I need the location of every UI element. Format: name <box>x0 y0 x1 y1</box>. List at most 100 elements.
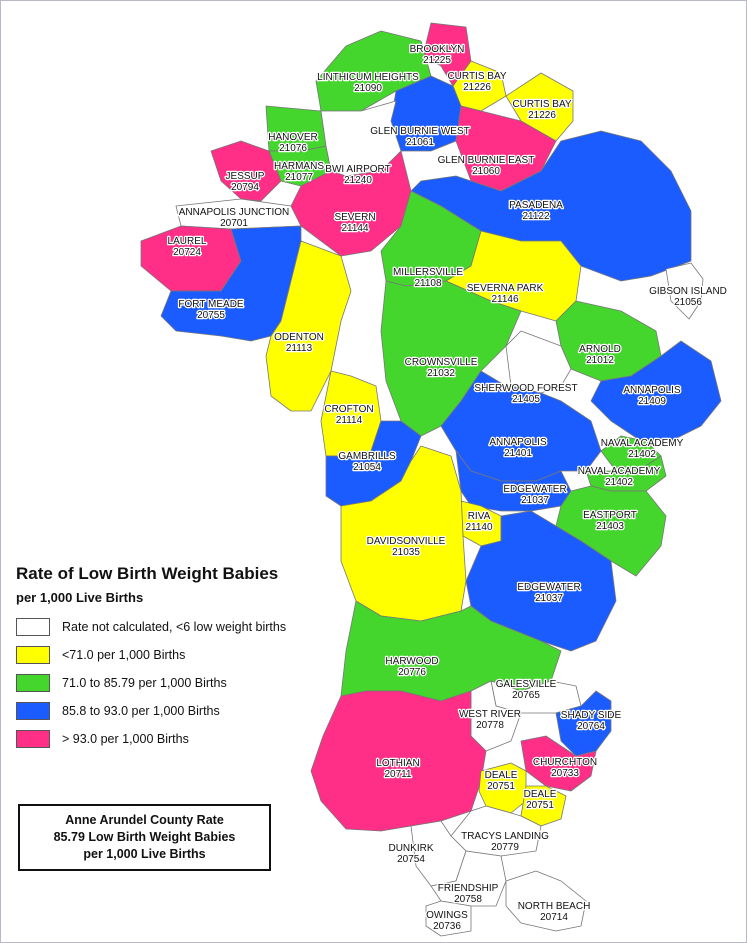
zip-code: 21146 <box>491 294 519 305</box>
zip-code: 21226 <box>463 82 491 93</box>
zip-code: 21405 <box>512 394 540 405</box>
zip-area-name: GLEN BURNIE EAST <box>438 155 535 166</box>
zip-area-name: GAMBRILLS <box>338 451 396 462</box>
zip-area-name: DEALE <box>524 789 557 800</box>
county-rate-box: Anne Arundel County Rate 85.79 Low Birth… <box>18 804 271 871</box>
zip-code: 21240 <box>344 175 372 186</box>
region-churchton <box>520 735 597 792</box>
legend-label: > 93.0 per 1,000 Births <box>62 732 189 746</box>
county-rate-line3: per 1,000 Live Births <box>83 847 206 861</box>
legend-item-very-high: > 93.0 per 1,000 Births <box>16 725 356 753</box>
zip-area-name: PASADENA <box>509 200 563 211</box>
region-owings <box>425 900 472 937</box>
zip-area-name: HANOVER <box>268 132 317 143</box>
zip-code: 21409 <box>638 396 666 407</box>
zip-code: 21037 <box>521 495 549 506</box>
zip-area-name: OWINGS <box>426 910 468 921</box>
legend-swatch <box>16 702 50 720</box>
region-odenton <box>265 240 352 412</box>
zip-code: 21061 <box>406 137 434 148</box>
zip-area-name: LAUREL <box>168 236 207 247</box>
zip-code: 20733 <box>551 768 579 779</box>
legend-item-high: 85.8 to 93.0 per 1,000 Births <box>16 697 356 725</box>
zip-area-name: WEST RIVER <box>459 709 521 720</box>
zip-area-name: LOTHIAN <box>376 758 419 769</box>
zip-code: 20765 <box>512 690 540 701</box>
legend-label: <71.0 per 1,000 Births <box>62 648 186 662</box>
zip-area-name: SHERWOOD FOREST <box>474 383 577 394</box>
region-gambrills <box>325 420 422 507</box>
region-gibson-island <box>665 262 704 320</box>
zip-area-name: CROWNSVILLE <box>405 357 478 368</box>
zip-area-name: CURTIS BAY <box>447 71 506 82</box>
legend-subtitle: per 1,000 Live Births <box>16 590 144 605</box>
region-sherwood-forest <box>505 330 572 394</box>
zip-area-name: RIVA <box>468 511 491 522</box>
zip-area-name: FORT MEADE <box>178 299 244 310</box>
zip-area-name: ANNAPOLIS <box>489 437 547 448</box>
legend-swatch <box>16 646 50 664</box>
zip-area-name: ANNAPOLIS JUNCTION <box>179 207 290 218</box>
zip-area-name: DAVIDSONVILLE <box>367 536 446 547</box>
zip-area-name: HARWOOD <box>385 656 438 667</box>
zip-area-name: CROFTON <box>324 404 373 415</box>
zip-code: 20778 <box>476 720 504 731</box>
zip-area-name: GIBSON ISLAND <box>649 286 727 297</box>
region-shady-side <box>555 690 612 757</box>
zip-area-name: NORTH BEACH <box>518 901 591 912</box>
zip-code: 21054 <box>353 462 381 473</box>
zip-regions <box>140 22 722 937</box>
zip-code: 21140 <box>465 522 493 533</box>
zip-area-name: FRIENDSHIP <box>438 883 499 894</box>
county-rate-line2: 85.79 Low Birth Weight Babies <box>53 830 236 844</box>
zip-code: 20736 <box>433 921 461 932</box>
legend-label: 85.8 to 93.0 per 1,000 Births <box>62 704 220 718</box>
zip-area-name: MILLERSVILLE <box>393 267 463 278</box>
zip-code: 21077 <box>285 172 313 183</box>
zip-code: 20751 <box>526 800 554 811</box>
zip-code: 21144 <box>341 223 369 234</box>
zip-area-name: EASTPORT <box>583 510 637 521</box>
zip-code: 21403 <box>596 521 624 532</box>
zip-area-name: SHADY SIDE <box>561 710 622 721</box>
zip-code: 21037 <box>535 593 563 604</box>
zip-code: 20794 <box>231 182 259 193</box>
zip-code: 21056 <box>674 297 702 308</box>
zip-area-name: DUNKIRK <box>388 843 433 854</box>
zip-area-name: GLEN BURNIE WEST <box>370 126 469 137</box>
zip-area-name: JESSUP <box>226 171 265 182</box>
legend-swatch <box>16 674 50 692</box>
zip-area-name: BROOKLYN <box>410 44 465 55</box>
zip-code: 20779 <box>491 842 519 853</box>
zip-area-name: EDGEWATER <box>503 484 566 495</box>
zip-code: 21226 <box>528 110 556 121</box>
zip-code: 21402 <box>605 477 633 488</box>
zip-area-name: CHURCHTON <box>533 757 597 768</box>
